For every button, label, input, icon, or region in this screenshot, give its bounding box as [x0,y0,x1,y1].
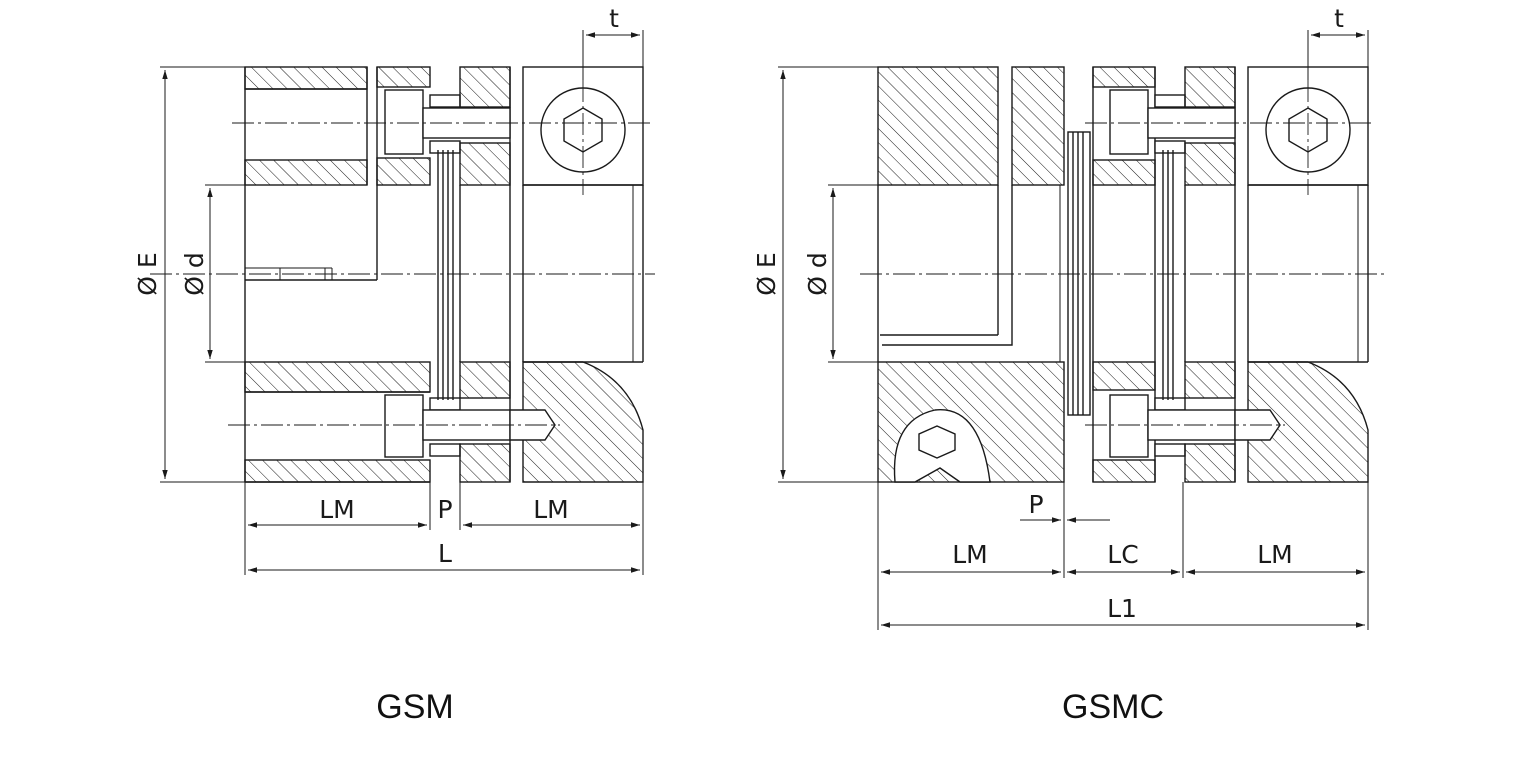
gsmc-left-hub [877,66,1065,483]
gsm-dimensions: Ø E Ø d LM P LM L t [133,4,644,575]
gsmc-dim-outer-diameter: Ø E [752,252,781,295]
gsm-dim-lm-right: LM [533,495,569,524]
gsmc-dim-gap: P [1028,490,1043,519]
gsmc-dim-lm-right: LM [1257,540,1293,569]
gsm-title: GSM [376,688,453,726]
gsmc-dim-center-length: LC [1107,540,1138,569]
gsm-dim-bore-diameter: Ø d [180,252,209,296]
gsmc-left-disc-pack [1067,131,1091,416]
gsmc-dim-screw-offset: t [1334,4,1344,33]
gsmc-dimensions: Ø E Ø d P LM LC LM L1 t [752,4,1369,630]
gsmc-clamp-screw-head [893,409,991,483]
hex-socket-icon [918,425,956,459]
gsmc-center-spacer [1092,66,1186,483]
gsmc-dim-total-length: L1 [1107,594,1137,623]
gsm-dim-gap: P [437,495,452,524]
gsmc-view: Ø E Ø d P LM LC LM L1 t GSMC [752,4,1385,726]
gsmc-dim-bore-diameter: Ø d [803,252,832,296]
gsm-dim-total-length: L [438,539,452,568]
gsm-disc-pack [429,94,461,457]
gsm-dim-outer-diameter: Ø E [133,252,162,295]
gsmc-title: GSMC [1062,688,1164,726]
gsm-view: Ø E Ø d LM P LM L t GSM [133,4,655,726]
gsm-dim-screw-offset: t [609,4,619,33]
gsm-left-hub [244,66,431,483]
gsm-dim-lm-left: LM [319,495,355,524]
gsmc-dim-lm-left: LM [952,540,988,569]
